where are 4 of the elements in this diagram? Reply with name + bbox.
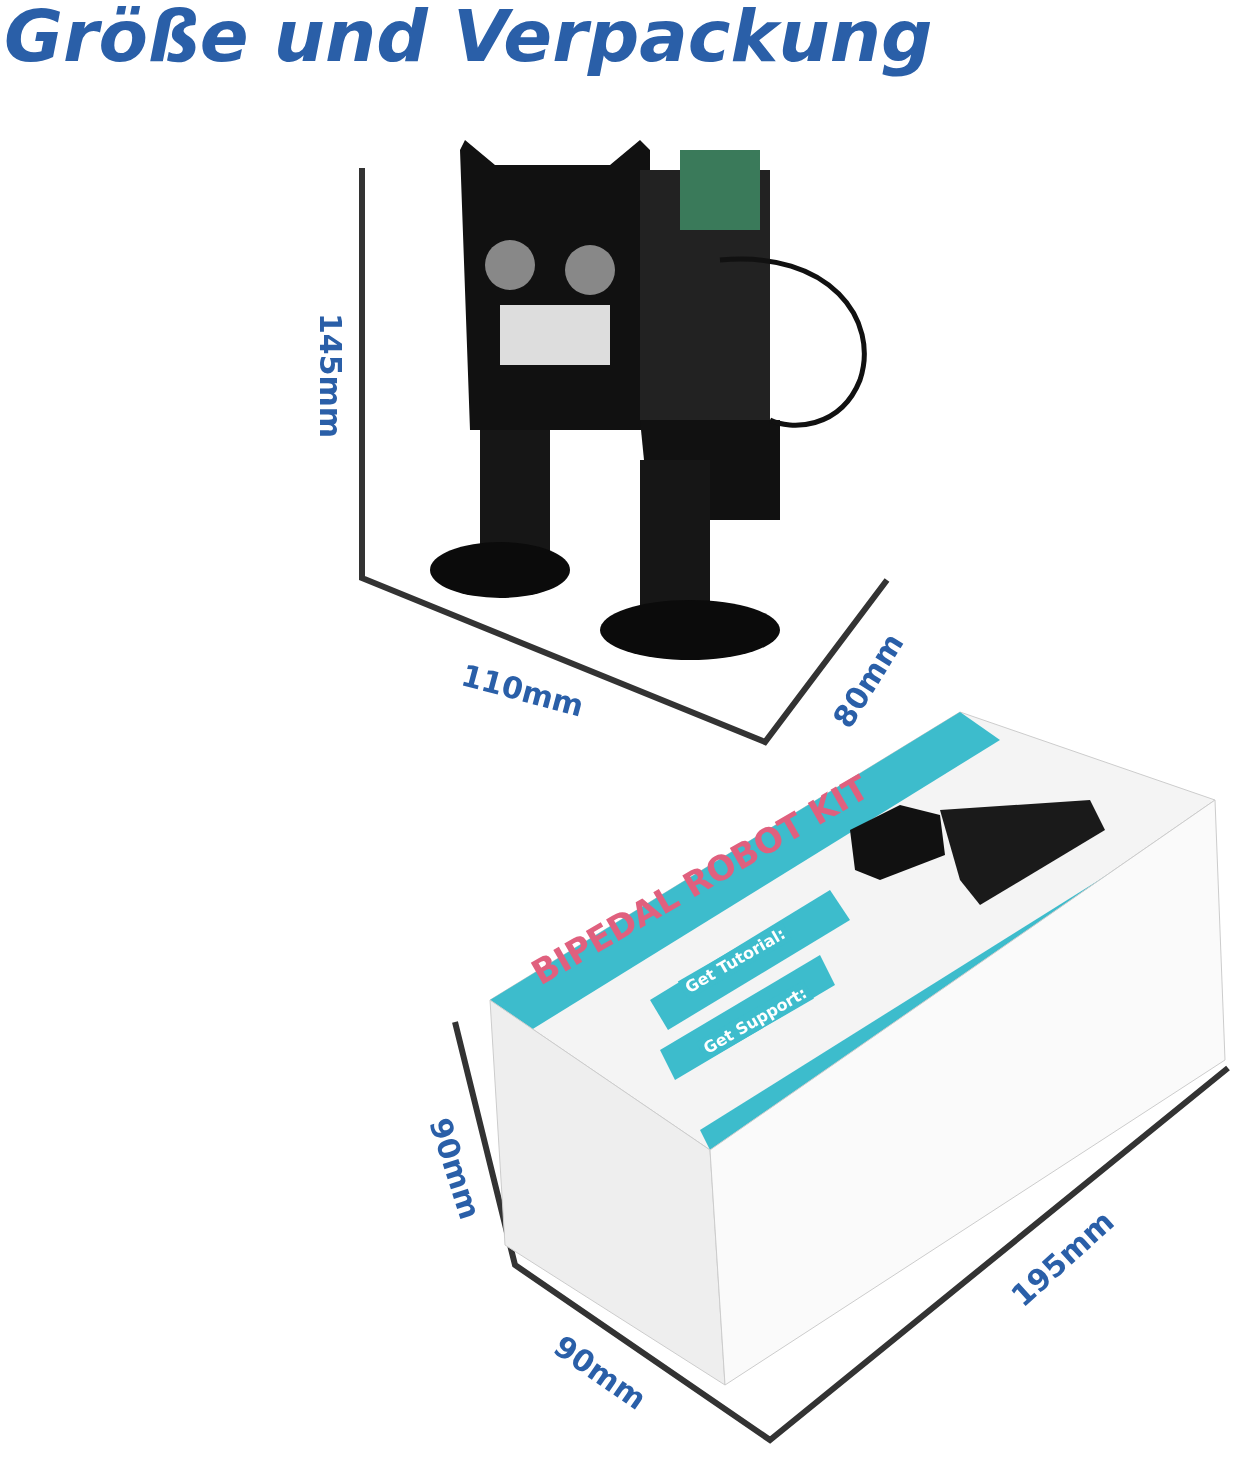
dimension-label: 90mm	[422, 1113, 488, 1223]
title: Größe und Verpackung	[4, 0, 933, 78]
dimension-label: 110mm	[457, 656, 588, 724]
dimension-label: 145mm	[312, 312, 348, 438]
